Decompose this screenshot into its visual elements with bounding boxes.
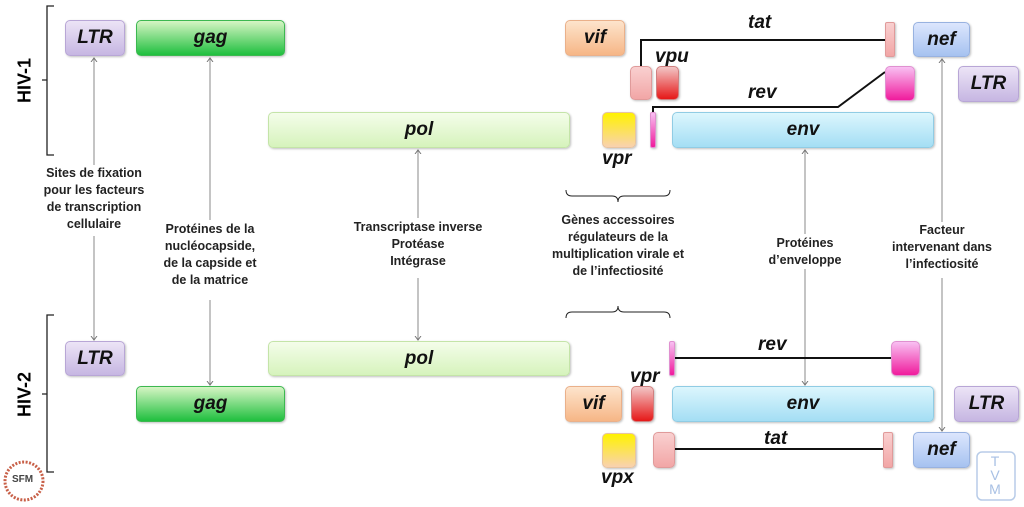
hiv1-vif: vif <box>565 20 625 56</box>
arrows <box>94 58 942 431</box>
hiv1-vpr <box>602 112 636 148</box>
hiv2-vpr <box>631 386 654 422</box>
hiv1-rev-exon2 <box>885 66 915 101</box>
tvm-logo <box>976 451 1016 501</box>
hiv2-vpx <box>602 433 636 468</box>
hiv2-vpx-label: vpx <box>601 467 634 488</box>
hiv2-vpr-label: vpr <box>630 366 660 387</box>
hiv2-label: HIV-2 <box>14 371 35 418</box>
hiv2-tat-label: tat <box>764 428 788 449</box>
hiv2-nef: nef <box>913 432 970 468</box>
hiv1-bracket <box>42 5 54 156</box>
hiv1-pol: pol <box>268 112 570 148</box>
hiv2-tat-exon1 <box>653 432 675 468</box>
hiv1-gag: gag <box>136 20 285 56</box>
hiv1-env: env <box>672 112 934 148</box>
hiv1-tat-exon2 <box>885 22 895 57</box>
hiv1-vpu-label: vpu <box>655 46 689 67</box>
hiv1-tat-exon1 <box>630 66 652 100</box>
hiv1-vpr-label: vpr <box>602 148 632 169</box>
hiv2-env: env <box>672 386 934 422</box>
tvm-logo-letters: TVM <box>989 453 1001 497</box>
hiv1-vpu <box>656 66 679 100</box>
hiv2-ltr-5: LTR <box>65 341 125 376</box>
hiv2-tat-exon2 <box>883 432 893 468</box>
hiv1-tat-label: tat <box>748 12 772 33</box>
splice-lines <box>640 39 891 450</box>
hiv2-rev-exon1 <box>669 341 675 376</box>
hiv1-nef: nef <box>913 22 970 57</box>
hiv2-bracket <box>42 314 54 473</box>
hiv1-ltr-5: LTR <box>65 20 125 56</box>
accessory-braces <box>565 189 671 319</box>
hiv2-vif: vif <box>565 386 622 422</box>
tvm-logo-text: TVM <box>988 454 1002 496</box>
hiv2-pol: pol <box>268 341 570 376</box>
hiv1-rev-label: rev <box>748 82 777 103</box>
hiv2-rev-label: rev <box>758 334 787 355</box>
sfm-logo-text: SFM <box>12 474 34 485</box>
hiv1-ltr-3: LTR <box>958 66 1019 102</box>
sfm-logo <box>3 460 45 502</box>
hiv1-label: HIV-1 <box>14 57 35 104</box>
hiv2-gag: gag <box>136 386 285 422</box>
hiv1-rev-exon1 <box>650 112 656 148</box>
hiv2-rev-exon2 <box>891 341 920 376</box>
hiv2-ltr-3: LTR <box>954 386 1019 422</box>
